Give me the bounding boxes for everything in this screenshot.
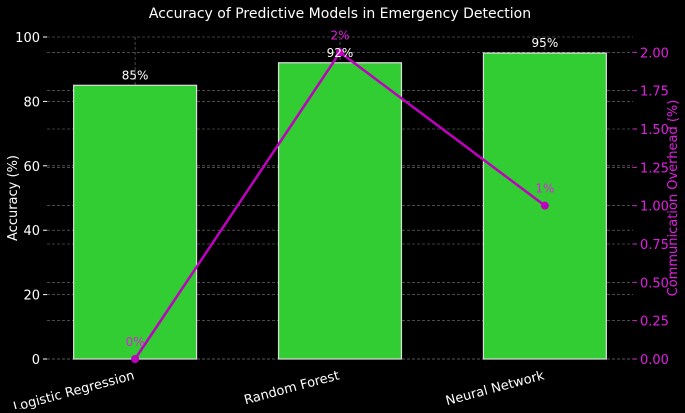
bar: [73, 84, 198, 360]
y2-tick-label: 1.50: [640, 123, 669, 138]
y2-tick-label: 0.50: [640, 276, 669, 291]
chart-title: Accuracy of Predictive Models in Emergen…: [149, 6, 531, 22]
bar-label: 92%: [327, 46, 354, 60]
bar-label: 95%: [532, 36, 559, 50]
y-tick-label: 80: [23, 95, 40, 110]
x-tick-label: Random Forest: [243, 368, 341, 408]
y-axis-label: Accuracy (%): [6, 155, 21, 241]
bar-label: 85%: [122, 68, 149, 82]
y-tick-label: 20: [23, 289, 40, 304]
y2-tick-label: 0.25: [640, 315, 669, 330]
overhead-point: [540, 201, 549, 210]
y2-tick-label: 0.75: [640, 238, 669, 253]
y-tick-label: 40: [23, 224, 40, 239]
y-tick-label: 60: [23, 160, 40, 175]
y2-tick-label: 0.00: [640, 353, 669, 368]
overhead-point: [336, 48, 344, 57]
overhead-label: 0%: [126, 335, 145, 349]
overhead-label: 2%: [330, 28, 349, 42]
y2-tick-label: 1.75: [640, 85, 669, 100]
overhead-point: [131, 355, 140, 363]
bar: [482, 52, 607, 360]
x-tick-label: Logistic Regression: [12, 368, 136, 409]
y2-tick-label: 2.00: [640, 46, 669, 61]
y-tick-label: 100: [15, 31, 40, 46]
overhead-label: 1%: [535, 182, 554, 196]
y2-axis-label: Communication Overhead (%): [666, 100, 681, 297]
y2-tick-label: 1.00: [640, 200, 669, 215]
bar: [277, 62, 403, 360]
y2-tick-label: 1.25: [640, 161, 669, 176]
x-tick-label: Neural Network: [444, 368, 546, 409]
y-tick-label: 0: [32, 353, 40, 368]
